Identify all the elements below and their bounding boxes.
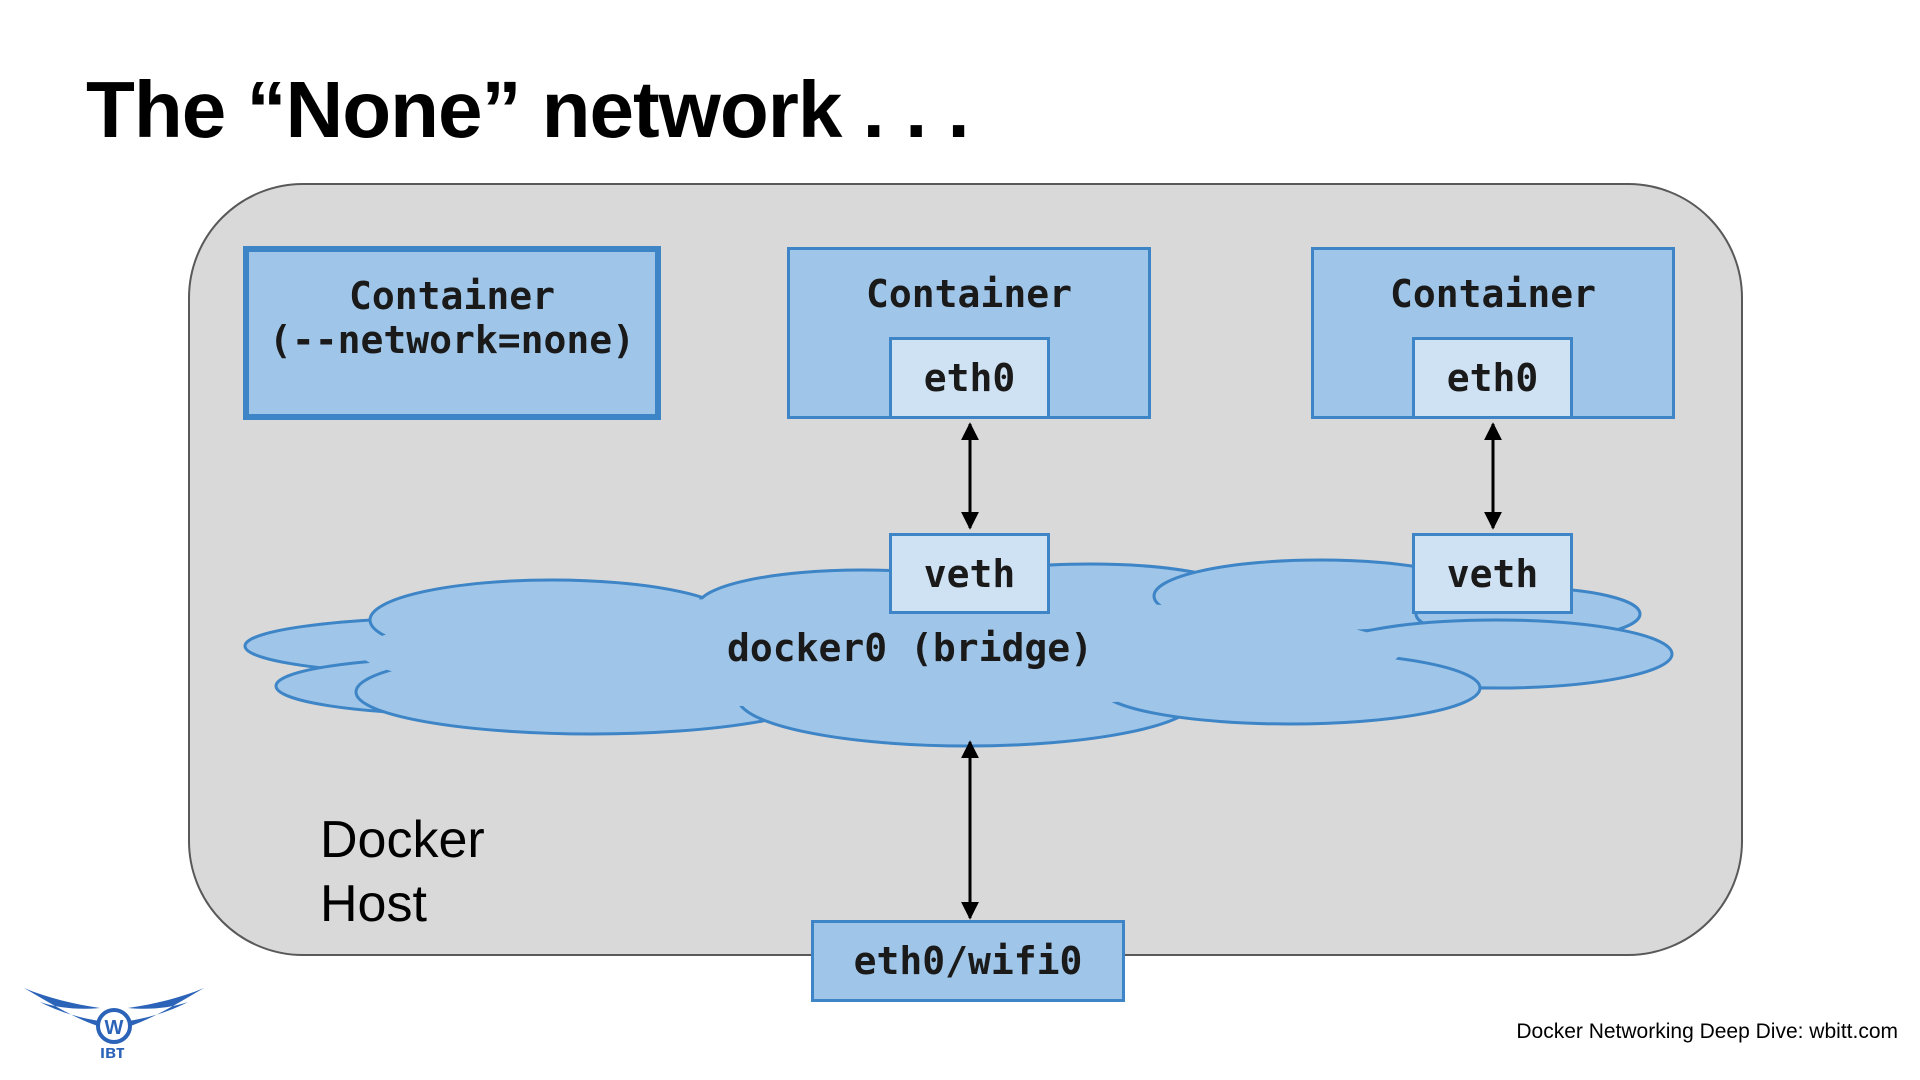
container-b-veth: veth bbox=[1412, 533, 1573, 614]
bridge-cloud bbox=[243, 558, 1674, 748]
logo-text: ıвт bbox=[100, 1042, 125, 1062]
slide-title: The “None” network . . . bbox=[86, 65, 970, 154]
footer-text: Docker Networking Deep Dive: wbitt.com bbox=[1516, 1020, 1898, 1043]
logo-letter: W bbox=[105, 1017, 124, 1039]
wbitt-logo-icon: W bbox=[24, 988, 204, 1044]
container-b-eth0: eth0 bbox=[1412, 337, 1573, 419]
docker-host-label-line2: Host bbox=[320, 875, 427, 933]
container-a-label: Container bbox=[866, 272, 1072, 316]
docker-host-label-line1: Docker bbox=[320, 811, 485, 869]
container-none: Container (--network=none) bbox=[243, 246, 661, 420]
container-none-sublabel: (--network=none) bbox=[268, 318, 636, 362]
container-b-label: Container bbox=[1390, 272, 1596, 316]
container-a-veth: veth bbox=[889, 533, 1050, 614]
container-a-eth0: eth0 bbox=[889, 337, 1050, 419]
bridge-label: docker0 (bridge) bbox=[726, 626, 1094, 670]
container-none-label: Container bbox=[349, 274, 555, 318]
docker-host-label: Docker Host bbox=[320, 808, 485, 936]
host-interface: eth0/wifi0 bbox=[811, 920, 1125, 1002]
